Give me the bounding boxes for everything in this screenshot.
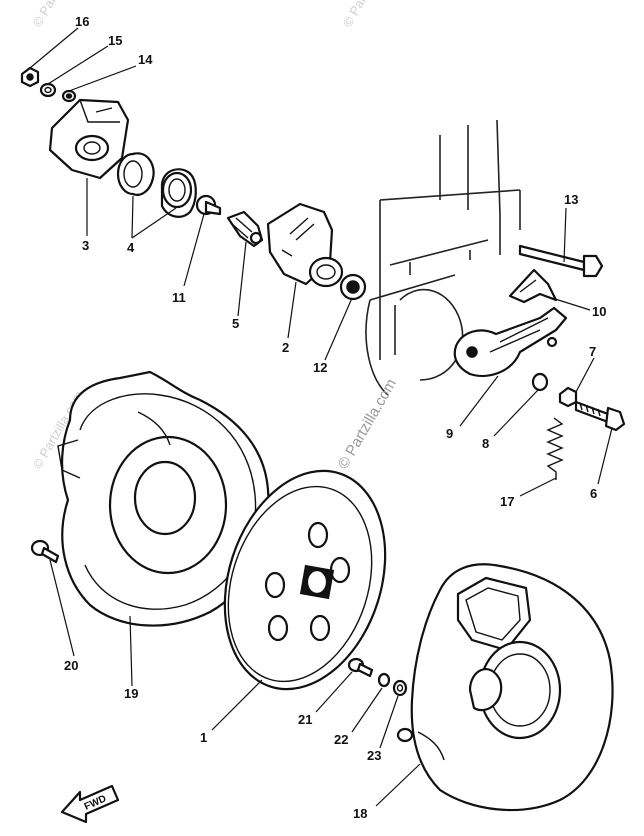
screw-20 — [30, 539, 60, 564]
callout-1: 1 — [200, 730, 207, 745]
callout-17: 17 — [500, 494, 514, 509]
callout-8: 8 — [482, 436, 489, 451]
callout-3: 3 — [82, 238, 89, 253]
lever-5 — [226, 210, 264, 248]
watermark-top-right: © Partzilla.com — [340, 0, 397, 30]
bearing-12 — [339, 273, 367, 301]
callout-11: 11 — [172, 290, 186, 305]
lever-arm-9 — [453, 306, 568, 378]
fwd-arrow-icon: FWD — [60, 784, 120, 824]
callout-6: 6 — [590, 486, 597, 501]
engine-frame — [365, 119, 521, 396]
washer-14 — [61, 89, 77, 103]
clip-10 — [508, 268, 558, 304]
washer-15 — [39, 82, 57, 98]
callout-13: 13 — [564, 192, 578, 207]
screw-21 — [347, 657, 374, 678]
callout-14: 14 — [138, 52, 153, 67]
callout-12: 12 — [313, 360, 327, 375]
bolt-13 — [518, 244, 604, 278]
rotor-disc-1 — [223, 469, 387, 691]
washer-23 — [392, 679, 408, 697]
callout-23: 23 — [367, 748, 381, 763]
callout-15: 15 — [108, 33, 122, 48]
callout-2: 2 — [282, 340, 289, 355]
outer-housing-18 — [396, 563, 614, 812]
washer-22 — [377, 672, 391, 688]
cap-4b — [160, 168, 197, 218]
watermark-center: © Partzilla.com — [335, 376, 400, 472]
callout-19: 19 — [124, 686, 138, 701]
shaft-11 — [195, 194, 222, 216]
callout-22: 22 — [334, 732, 348, 747]
callout-18: 18 — [353, 806, 367, 821]
cover-housing-3 — [48, 98, 130, 180]
callout-4: 4 — [127, 240, 135, 255]
cap-4a — [116, 152, 155, 196]
callout-21: 21 — [298, 712, 312, 727]
callout-20: 20 — [64, 658, 78, 673]
callout-16: 16 — [75, 14, 89, 29]
callout-5: 5 — [232, 316, 239, 331]
washer-8 — [531, 372, 549, 392]
callout-7: 7 — [589, 344, 596, 359]
callout-9: 9 — [446, 426, 453, 441]
leader-lines — [29, 27, 613, 807]
callout-labels: 16 15 14 3 4 11 5 2 12 13 10 7 9 8 17 6 … — [64, 14, 606, 821]
spring-17 — [546, 417, 564, 480]
flywheel-cover-19 — [57, 370, 270, 627]
nut-7 — [558, 386, 578, 408]
nut-16 — [20, 66, 40, 88]
callout-10: 10 — [592, 304, 606, 319]
bracket-2 — [266, 202, 344, 288]
bolt-6 — [574, 400, 626, 432]
